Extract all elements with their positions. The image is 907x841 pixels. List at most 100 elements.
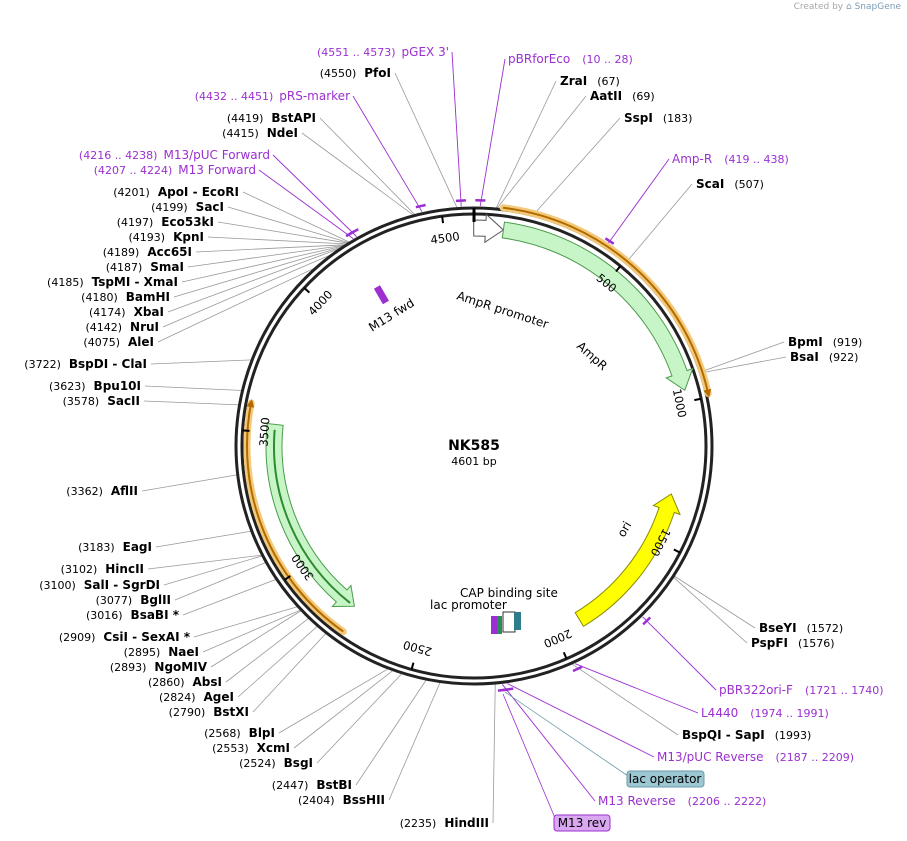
cut-site-position: (2447) [272,779,309,792]
cut-site-leader [163,555,263,586]
primer-name: M13/pUC Reverse [657,750,764,764]
credit-prefix: Created by [793,2,844,12]
cut-site-leader [227,206,350,244]
cut-site-position: (4199) [151,201,188,214]
primer-leader [479,58,506,207]
restriction-site-labels: ZraI(67)AatII(69)SspI(183)ScaI(507)BpmI(… [24,66,862,830]
cut-site-position: (1572) [807,622,844,635]
primer-position: (4551 .. 4573) [317,46,396,59]
cut-site-position: (4075) [83,336,120,349]
cut-site-name: AbsI [193,675,222,689]
cut-site-leader [355,679,428,786]
cut-site-name: HincII [105,562,144,576]
cut-site-name: PfoI [364,66,391,80]
cut-site-name: Acc65I [147,245,192,259]
snapgene-credit: Created by ⌂ SnapGene [794,2,901,12]
cut-site-name: NdeI [267,126,298,140]
cut-site-leader [673,575,756,629]
primer-leader [258,169,354,239]
cut-site-leader [207,236,349,245]
cut-site-name: BglII [140,593,171,607]
lac-operator-box: lac operator [626,770,705,788]
label-leader-lines [141,51,787,824]
cut-site-name: BssHII [343,793,385,807]
primer-position: (4216 .. 4238) [79,149,158,162]
lac-promoter-feature [502,611,516,633]
feature-labels: AmpR promoter AmpR ori CAP binding site … [366,289,634,612]
plasmid-name: NK585 [448,438,500,454]
cut-site-leader [147,554,263,570]
cut-site-position: (4180) [81,291,118,304]
cut-site-position: (3102) [61,563,98,576]
cut-site-leader [193,606,299,638]
primer-position: (2187 .. 2209) [776,751,855,764]
cap-site-feature [514,612,521,630]
cut-site-name: AflII [111,484,138,498]
primer-position: (2206 .. 2222) [688,795,767,808]
tick-label: 3500 [257,417,273,447]
tick-mark [441,216,445,224]
cut-site-position: (2404) [298,794,335,807]
cut-site-name: BstAPI [271,111,316,125]
primer-position: (1974 .. 1991) [750,707,829,720]
cut-site-name: BsaI [790,350,819,364]
cut-site-position: (4419) [227,112,264,125]
cut-site-position: (4142) [85,321,122,334]
cut-site-name: Bpu10I [94,379,141,393]
primer-site-mark [415,203,426,209]
cut-site-name: BspDI - ClaI [69,357,147,371]
cut-site-position: (4187) [106,261,143,274]
primer-name: M13 Reverse [598,794,676,808]
cut-site-position: (2860) [148,676,185,689]
cut-site-position: (67) [597,75,620,88]
cut-site-name: XcmI [257,741,290,755]
cut-site-name: HindIII [444,816,489,830]
cut-site-position: (2568) [204,727,241,740]
lac-operator-feature [497,616,502,634]
cap-binding-site-label: CAP binding site [460,586,558,600]
primer-name: L4440 [701,706,738,720]
cut-site-name: Eco53kI [161,215,214,229]
cut-site-name: NgoMIV [154,660,207,674]
cut-site-position: (4201) [113,186,150,199]
snapgene-logo-icon: ⌂ [846,2,852,12]
primer-name: M13/pUC Forward [163,148,270,162]
cut-site-leader [143,400,240,406]
cut-site-name: BspQI - SapI [682,728,765,742]
cut-site-name: XbaI [134,305,164,319]
primer-leader [501,684,596,802]
m13-rev-leader [502,693,556,819]
cut-site-name: AatII [590,89,622,103]
lac-operator-text: lac operator [629,772,702,786]
primer-name: pBR322ori-F [719,683,793,697]
ampr-promoter-label: AmpR promoter [455,289,550,332]
cut-site-name: AgeI [204,690,234,704]
primer-leader [451,51,462,207]
primer-site-mark [642,616,652,626]
cut-site-leader [195,244,348,253]
cut-site-name: BamHI [126,290,170,304]
cut-site-leader [210,609,302,668]
cut-site-leader [141,474,238,492]
cut-site-name: ZraI [560,74,587,88]
primer-name: Amp-R [672,152,712,166]
cut-site-leader [700,356,787,374]
primer-site-mark [497,688,509,692]
ori-feature-arrow [574,493,681,628]
cut-site-leader [242,191,351,243]
cut-site-position: (4185) [47,276,84,289]
primer-position: (4432 .. 4451) [195,90,274,103]
cut-site-name: KpnI [173,230,204,244]
cut-site-position: (2553) [212,742,249,755]
cut-site-leader [181,244,347,283]
cut-site-position: (2895) [124,646,161,659]
primer-labels: pGEX 3'(4551 .. 4573)pBRforEco(10 .. 28)… [79,45,884,808]
cut-site-position: (507) [734,178,764,191]
tick-mark [284,575,291,581]
primer-position: (4207 .. 4224) [94,164,173,177]
cut-site-name: ApoI - EcoRI [158,185,239,199]
cut-site-leader [496,95,587,210]
lac-operator-leader [504,691,629,777]
cut-site-position: (1576) [798,637,835,650]
